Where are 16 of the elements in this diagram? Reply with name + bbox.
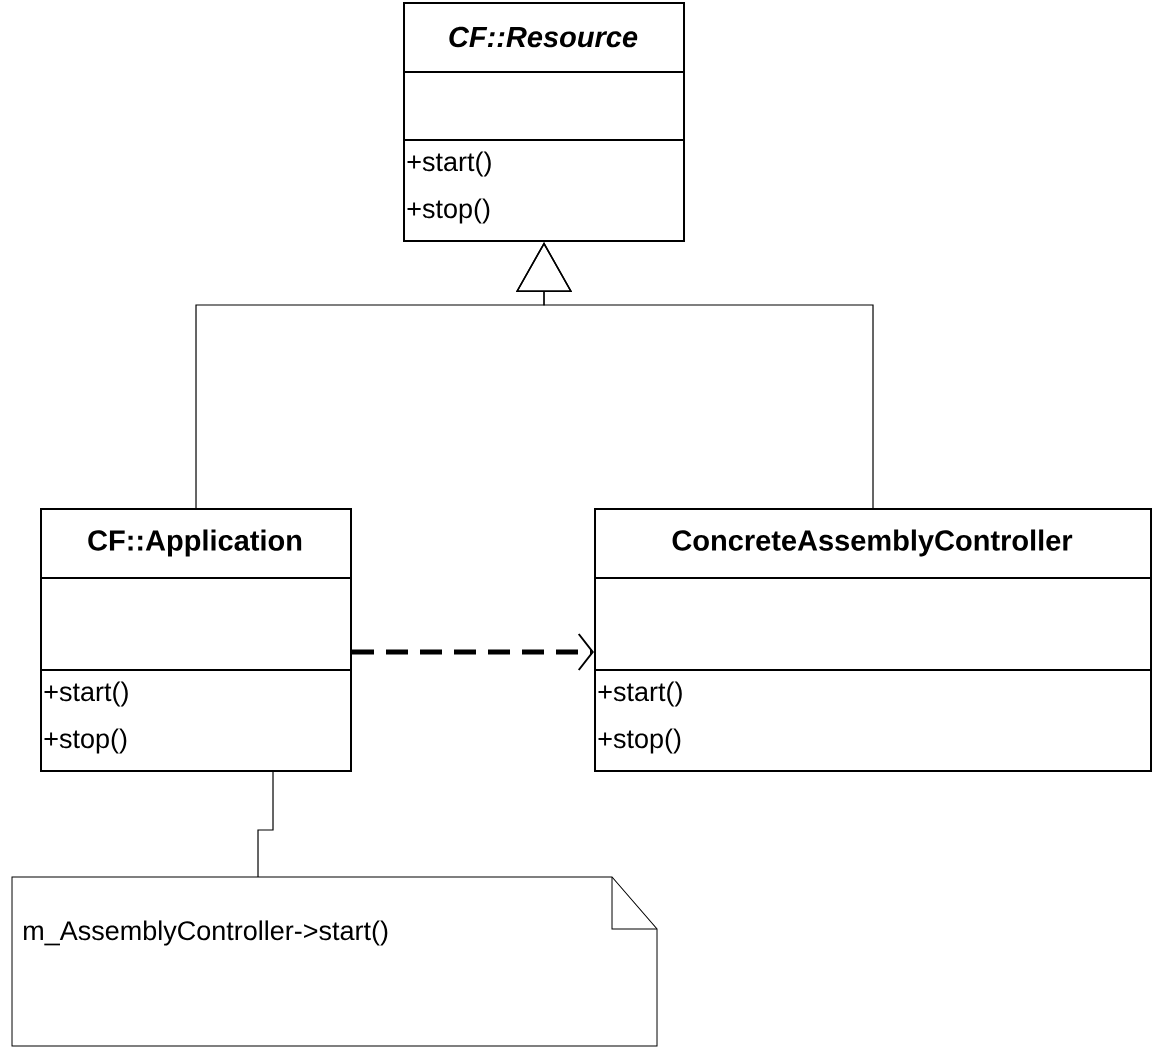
note-connector [257, 771, 274, 878]
operation: +start() [598, 681, 682, 707]
operation: +stop() [407, 198, 490, 224]
note-box: m_AssemblyController->start() [11, 876, 658, 1047]
operation: +stop() [44, 728, 127, 754]
operation: +start() [407, 151, 491, 177]
operation: +stop() [598, 728, 681, 754]
class-box [593, 508, 1152, 772]
class-box [402, 2, 685, 242]
operation: +start() [44, 681, 128, 707]
class-name: CF::Resource [449, 26, 638, 48]
class-box [39, 508, 352, 772]
class-name: ConcreteAssemblyController [672, 529, 1073, 557]
class-name: CF::Application [88, 529, 302, 557]
generalization-arrow [515, 242, 874, 509]
dependency-arrow [352, 633, 594, 671]
